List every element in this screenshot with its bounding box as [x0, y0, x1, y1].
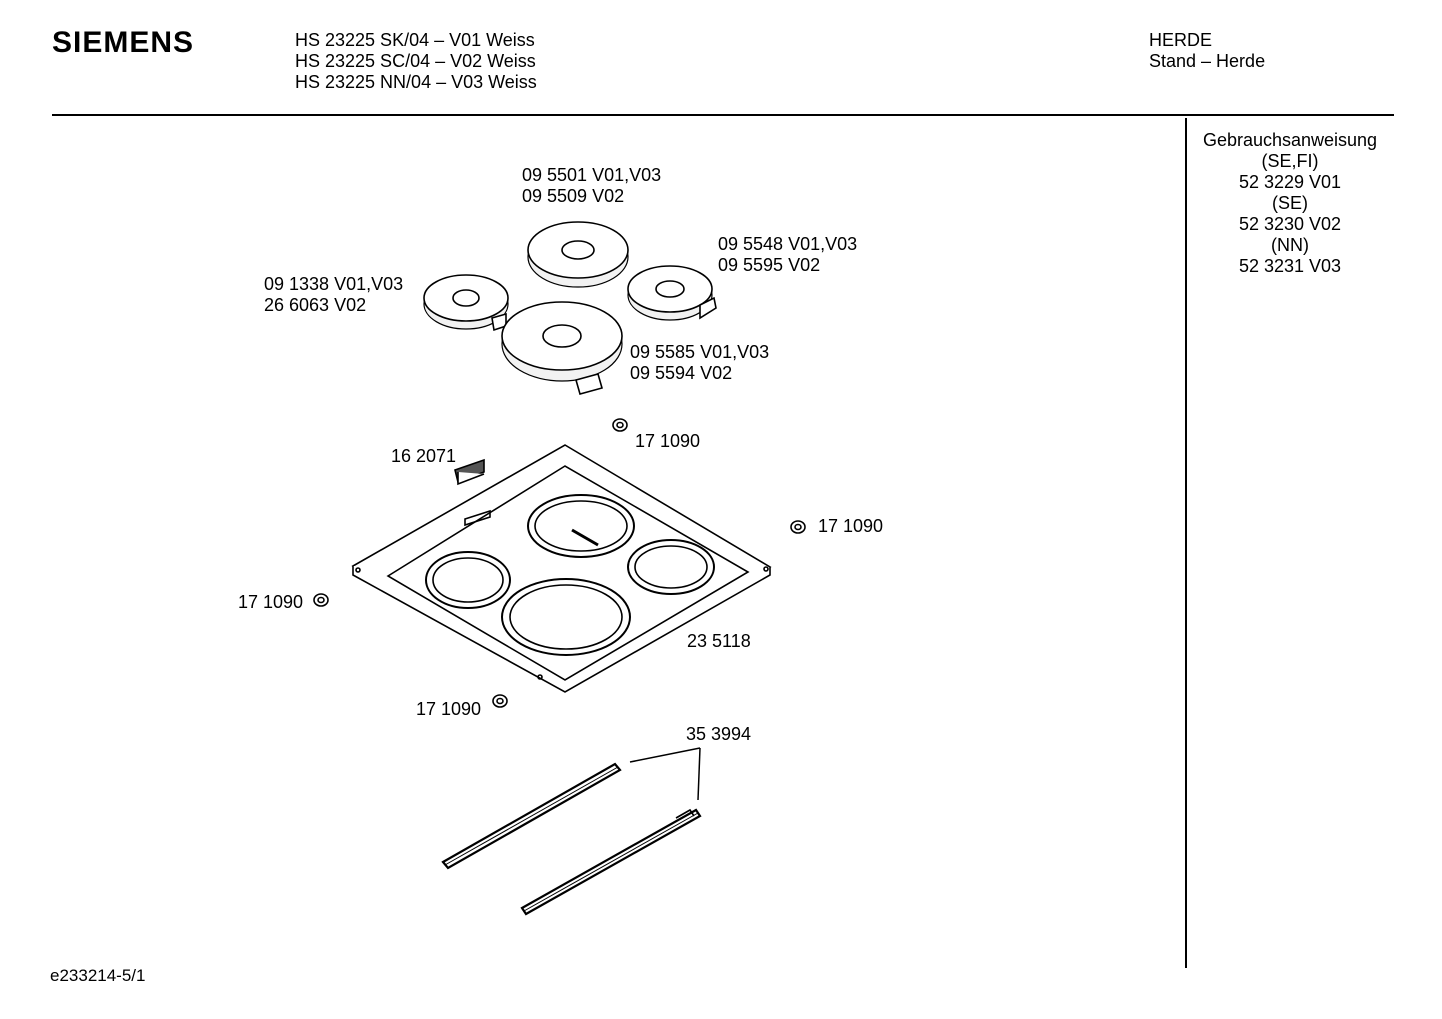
front-hotplate	[501, 301, 623, 395]
label-rails: 35 3994	[686, 724, 752, 744]
label-left-hotplate: 09 1338 V01,V03 26 6063 V02	[264, 274, 403, 316]
model-line: HS 23225 SC/04 – V02 Weiss	[295, 51, 536, 71]
part-number: 09 5595 V02	[718, 255, 821, 275]
sidebar-line: 52 3230 V02	[1238, 214, 1342, 234]
right-hotplate	[627, 265, 717, 321]
sidebar-line: (SE,FI)	[1261, 151, 1319, 171]
label-clip-top: 17 1090	[635, 431, 701, 451]
header-divider	[52, 114, 1394, 116]
siemens-logo: SIEMENS	[52, 26, 195, 59]
part-number: 09 5501 V01,V03	[522, 165, 662, 185]
label-hob-frame: 23 5118	[687, 631, 751, 651]
part-number: 26 6063 V02	[264, 295, 367, 315]
category-title: HERDE	[1149, 30, 1213, 50]
model-list: HS 23225 SK/04 – V01 Weiss HS 23225 SC/0…	[295, 30, 537, 93]
label-right-hotplate: 09 5548 V01,V03 09 5595 V02	[718, 234, 857, 276]
rear-hotplate	[527, 221, 629, 288]
label-front-hotplate: 09 5585 V01,V03 09 5594 V02	[630, 342, 769, 384]
rail-upper	[441, 762, 622, 870]
label-clip-bottom: 17 1090	[416, 699, 482, 719]
sidebar-line: (NN)	[1271, 235, 1309, 255]
sidebar-line: Gebrauchsanweisung	[1202, 130, 1378, 150]
clip-bottom	[492, 694, 508, 708]
manual-sidebar: Gebrauchsanweisung (SE,FI) 52 3229 V01 (…	[1190, 130, 1390, 277]
left-hotplate	[423, 274, 509, 332]
label-clip-left: 17 1090	[238, 592, 304, 612]
label-clip-right: 17 1090	[818, 516, 884, 536]
part-number: 09 5509 V02	[522, 186, 625, 206]
part-number: 09 5548 V01,V03	[718, 234, 858, 254]
part-number: 09 5594 V02	[630, 363, 733, 383]
clip-top	[612, 418, 628, 432]
category-block: HERDE Stand – Herde	[1149, 30, 1265, 72]
rail-lower	[520, 808, 702, 916]
sidebar-line: 52 3229 V01	[1238, 172, 1342, 192]
cover-part	[454, 458, 485, 486]
model-line: HS 23225 NN/04 – V03 Weiss	[295, 72, 537, 92]
hob-frame	[351, 444, 772, 693]
clip-right	[790, 520, 806, 534]
sidebar-line: 52 3231 V03	[1238, 256, 1342, 276]
model-line: HS 23225 SK/04 – V01 Weiss	[295, 30, 535, 50]
sidebar-line: (SE)	[1272, 193, 1308, 213]
part-number: 09 1338 V01,V03	[264, 274, 404, 294]
category-subtitle: Stand – Herde	[1149, 51, 1266, 71]
sidebar-divider	[1185, 118, 1187, 968]
part-number: 09 5585 V01,V03	[630, 342, 770, 362]
label-cover-part: 16 2071	[391, 446, 457, 466]
clip-left	[313, 593, 329, 607]
rail-leader-lines	[629, 747, 701, 801]
label-rear-hotplate: 09 5501 V01,V03 09 5509 V02	[522, 165, 661, 207]
document-id: e233214-5/1	[50, 966, 146, 985]
